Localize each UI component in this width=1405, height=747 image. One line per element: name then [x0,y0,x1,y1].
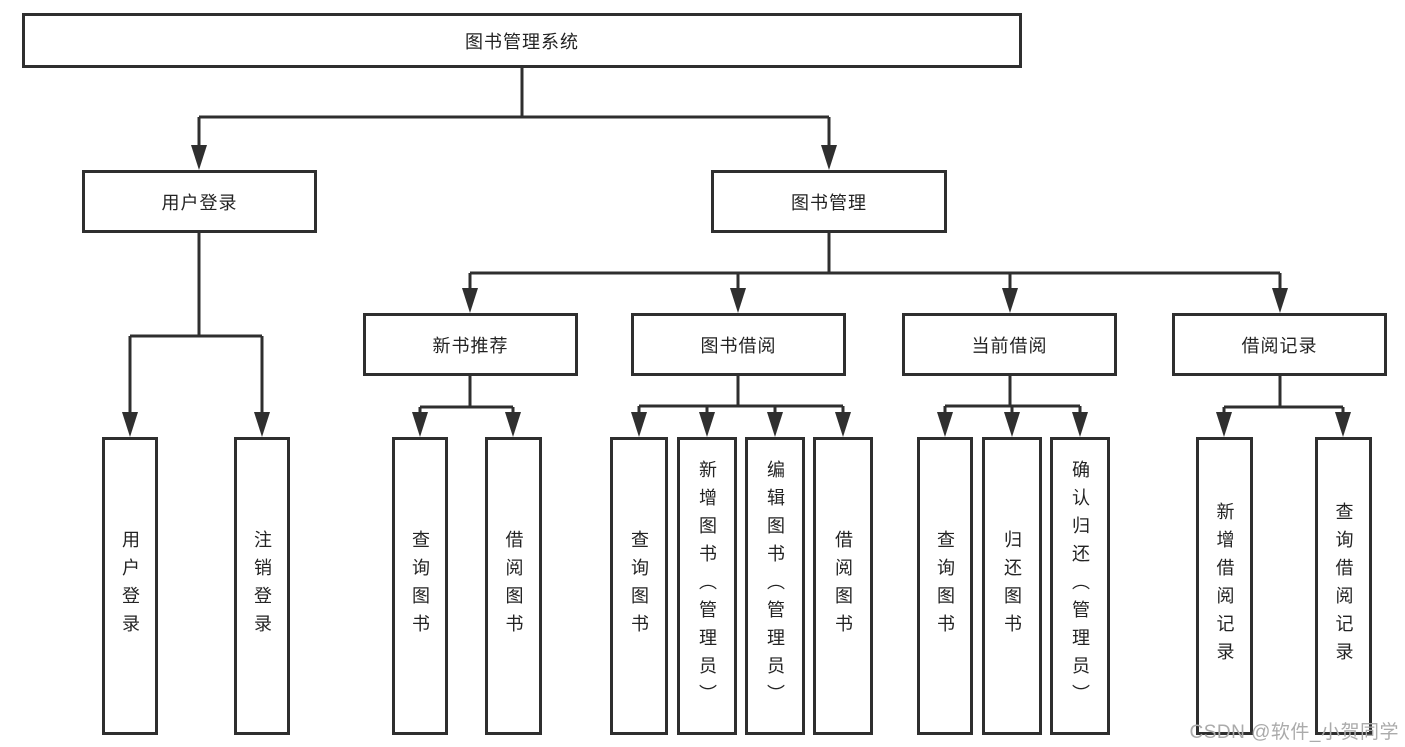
node-root: 图书管理系统 [22,13,1022,68]
csdn-watermark: CSDN @软件_小贺同学 [1189,722,1399,743]
node-logout-leaf: 注销登录 [234,437,290,735]
node-new-book-recommend: 新书推荐 [363,313,578,376]
node-query-book-recommend: 查询图书 [392,437,448,735]
node-query-book-borrow: 查询图书 [610,437,668,735]
node-user-login-leaf: 用户登录 [102,437,158,735]
node-query-borrow-record: 查询借阅记录 [1315,437,1372,735]
node-book-borrow: 图书借阅 [631,313,846,376]
node-add-borrow-record: 新增借阅记录 [1196,437,1253,735]
node-book-management: 图书管理 [711,170,947,233]
node-return-book: 归还图书 [982,437,1042,735]
node-borrow-book-leaf: 借阅图书 [813,437,873,735]
node-confirm-return-admin: 确认归还（管理员） [1050,437,1110,735]
node-add-book-admin: 新增图书（管理员） [677,437,737,735]
node-user-login: 用户登录 [82,170,317,233]
node-current-borrow: 当前借阅 [902,313,1117,376]
node-query-book-current: 查询图书 [917,437,973,735]
node-edit-book-admin: 编辑图书（管理员） [745,437,805,735]
node-borrow-record: 借阅记录 [1172,313,1387,376]
node-borrow-book-recommend: 借阅图书 [485,437,542,735]
